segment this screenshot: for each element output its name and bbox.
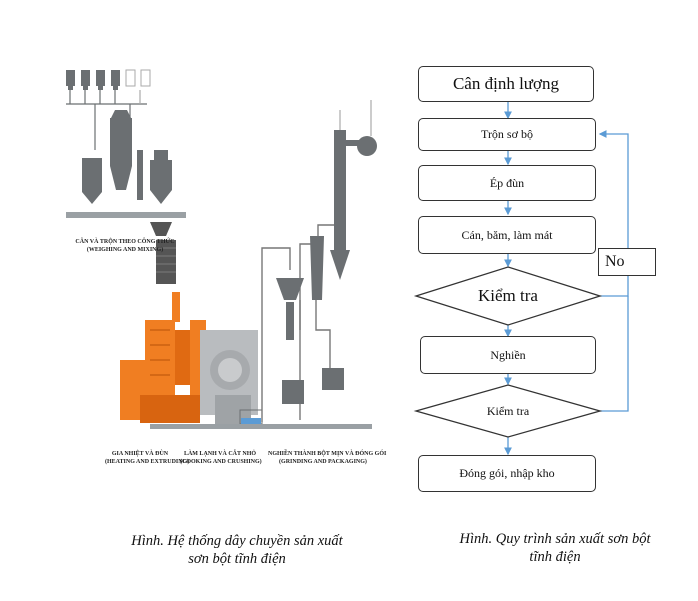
step-package-label: Đóng gói, nhập kho bbox=[459, 466, 555, 480]
step-grind-label: Nghiền bbox=[490, 347, 526, 362]
right-caption: Hình. Quy trình sản xuất sơn bột tĩnh đi… bbox=[459, 531, 651, 565]
step-crush-cool: Cán, băm, làm mát bbox=[418, 216, 596, 254]
step-weigh-label: Cân định lượng bbox=[452, 74, 560, 93]
ingredient-bins bbox=[66, 69, 151, 90]
ground-platform bbox=[150, 424, 372, 429]
grinding-equipment bbox=[276, 130, 377, 404]
cooling-label: LÀM LẠNH VÀ CẮT NHỎ (COOKING AND CRUSHIN… bbox=[180, 451, 262, 465]
step-premix-label: Trộn sơ bộ bbox=[481, 127, 533, 141]
check1-diamond bbox=[413, 266, 603, 326]
weighing-mixers bbox=[82, 110, 172, 204]
cooling-crusher bbox=[200, 330, 258, 425]
weighing-label: CÂN VÀ TRỘN THEO CÔNG THỨC (WEIGHING AND… bbox=[75, 239, 175, 253]
step-extrude: Ép đùn bbox=[418, 165, 596, 201]
step-grind: Nghiền bbox=[420, 336, 596, 374]
step-weigh: Cân định lượng bbox=[418, 66, 594, 102]
step-package: Đóng gói, nhập kho bbox=[418, 455, 596, 492]
no-label: No bbox=[598, 248, 656, 276]
check2-text: Kiểm tra bbox=[486, 403, 530, 418]
step-premix: Trộn sơ bộ bbox=[418, 118, 596, 151]
heating-label: GIA NHIỆT VÀ ĐÙN (HEATING AND EXTRUDING) bbox=[105, 451, 190, 465]
step-crush-cool-label: Cán, băm, làm mát bbox=[461, 227, 553, 242]
weighing-platform bbox=[66, 212, 186, 218]
step-extrude-label: Ép đùn bbox=[489, 175, 525, 190]
check2-diamond bbox=[413, 384, 603, 438]
grinding-label: NGHIỀN THÀNH BỘT MỊN VÀ ĐÓNG GÓI (GRINDI… bbox=[268, 451, 387, 465]
check1-text: Kiểm tra bbox=[478, 286, 538, 305]
left-caption: Hình. Hệ thống dây chuyền sản xuất sơn b… bbox=[131, 533, 343, 567]
